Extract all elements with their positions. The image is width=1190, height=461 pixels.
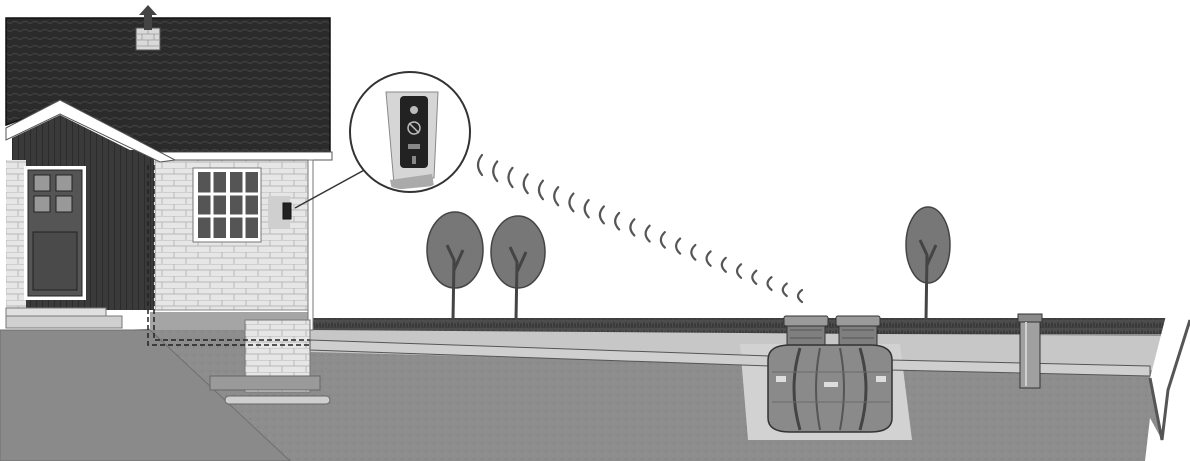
signal-arc <box>522 173 529 195</box>
signal-arc <box>553 186 560 207</box>
signal-arc <box>568 192 575 213</box>
signal-arc <box>781 282 788 298</box>
signal-arc <box>644 224 651 243</box>
sampling-well-icon <box>1017 313 1043 389</box>
signal-arc <box>796 288 804 304</box>
trees <box>426 206 951 321</box>
tree-icon <box>905 206 951 321</box>
front-steps <box>5 307 107 317</box>
front-slope <box>0 329 291 461</box>
downpipe <box>307 159 314 331</box>
porch-gable <box>5 99 177 163</box>
signal-arc <box>720 256 727 273</box>
foundation <box>209 319 331 405</box>
signal-arc <box>735 263 743 279</box>
front-door <box>24 166 86 300</box>
signal-arc <box>751 269 758 285</box>
tree-icon <box>490 215 546 321</box>
signal-arc <box>614 211 621 231</box>
alarm-magnifier <box>294 71 471 209</box>
septic-tank-icon <box>767 315 893 433</box>
house-window <box>192 167 262 243</box>
ditch-edge <box>1148 319 1190 441</box>
up-arrow-icon <box>139 5 157 30</box>
house-wall-left <box>6 160 26 310</box>
wireless-signal-icon <box>476 153 804 304</box>
signal-arc <box>629 218 636 237</box>
signal-arc <box>690 243 697 261</box>
ground <box>0 300 1190 461</box>
chimney-icon <box>135 27 161 51</box>
alarm-panel-icon <box>268 196 292 228</box>
signal-arc <box>476 153 484 177</box>
house <box>5 5 333 405</box>
internal-drain <box>147 165 310 346</box>
signal-arc <box>675 237 682 255</box>
signal-arc <box>537 179 545 201</box>
signal-arc <box>598 205 606 225</box>
signal-arc <box>492 160 499 183</box>
signal-arc <box>507 166 514 189</box>
grass-strip <box>310 318 1170 334</box>
signal-arc <box>766 276 773 292</box>
signal-arc <box>705 250 712 267</box>
tree-icon <box>426 211 484 321</box>
signal-arc <box>583 198 590 219</box>
signal-arc <box>659 231 666 249</box>
